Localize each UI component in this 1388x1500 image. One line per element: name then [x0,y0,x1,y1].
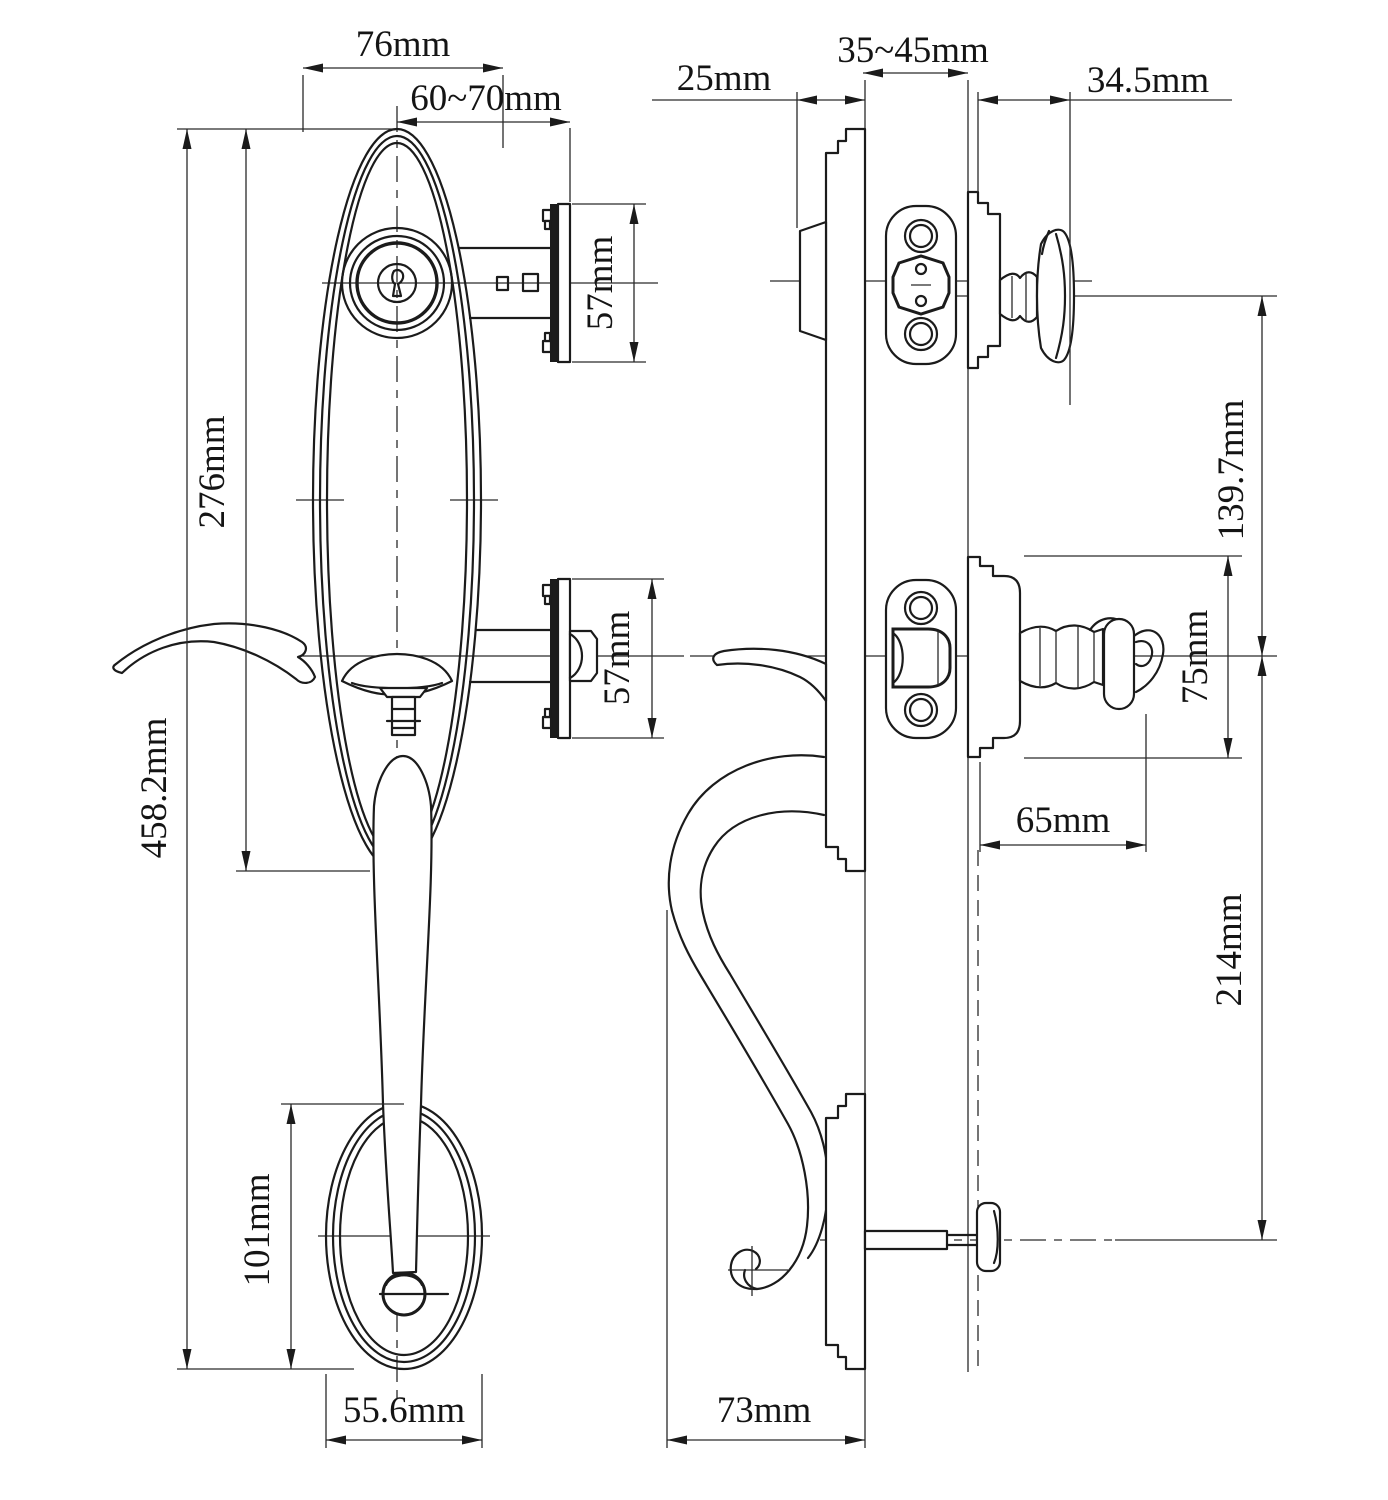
dim-label-oval-width: 55.6mm [343,1390,466,1431]
dim-label-overall-height: 458.2mm [134,717,175,858]
front-view [112,127,599,1371]
key-cylinder [340,226,454,340]
bottom-rosette-side [824,1092,867,1371]
deadbolt-case-side [884,204,958,366]
dim-label-escutcheon-height: 276mm [192,415,233,528]
dim-label-deadbolt-faceplate: 57mm [580,236,621,331]
dimension-lines [186,67,1263,1441]
dim-label-oval-height: 101mm [237,1173,278,1286]
cylinder-collar-side [798,220,828,342]
dimension-annotations: 76mm 60~70mm 57mm 57mm 276mm 458.2mm 101… [134,24,1267,1448]
extension-lines [177,75,1242,1448]
latch-case-side [884,578,958,740]
dim-label-backset: 60~70mm [410,78,562,119]
pull-grip-side [667,754,830,1296]
thumb-piece-front [340,652,454,737]
grip-hole [378,1271,450,1317]
thumb-piece-side [712,647,828,703]
dim-label-rose-height: 75mm [1175,610,1216,705]
dim-label-bore-spacing: 139.7mm [1211,399,1252,540]
escutcheon-side-profile [824,127,867,873]
handle-horn-front [112,622,317,684]
dim-label-handle-projection: 73mm [717,1390,812,1431]
side-view [667,80,1165,1448]
dim-label-knob-projection: 65mm [1016,800,1111,841]
latch-bolt [568,629,599,683]
dimension-arrows [182,63,1267,1445]
dim-label-door-thickness: 35~45mm [837,30,989,71]
centerlines [296,106,1277,1402]
spring-latch-front [468,577,599,740]
thumbturn-side [966,190,1076,370]
knob-grip-bar [1102,617,1136,711]
dim-label-top-width: 76mm [356,24,451,65]
dim-label-exterior-projection: 25mm [677,58,772,99]
dim-label-thumbturn-projection: 34.5mm [1087,60,1210,101]
keyhole-icon [391,269,405,298]
pull-grip-front [372,754,433,1275]
deadbolt-latch-front [457,202,572,364]
mounting-screw [863,1201,1002,1273]
dim-label-latch-faceplate: 57mm [597,611,638,706]
thumbturn-knob [1035,228,1076,364]
interior-knob-side [966,555,1165,759]
dim-label-screw-distance: 214mm [1209,893,1250,1006]
